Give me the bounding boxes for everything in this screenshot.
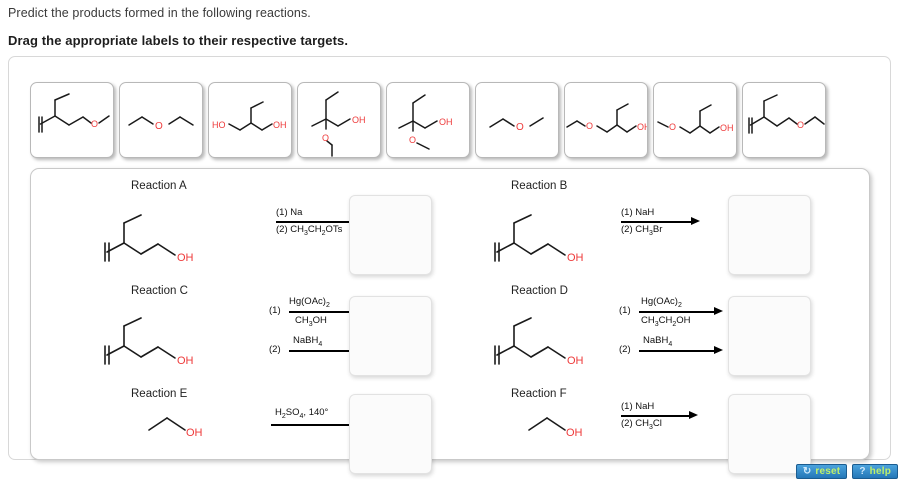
label-tile-1[interactable]: O xyxy=(30,82,114,158)
svg-text:OH: OH xyxy=(720,123,734,133)
reset-button[interactable]: ↻ reset xyxy=(795,464,848,479)
reaction-c-arrow-2-line xyxy=(289,350,357,352)
label-tile-3[interactable]: HO OH xyxy=(208,82,292,158)
reaction-f-title: Reaction F xyxy=(511,388,567,400)
reaction-f-step-2: (2) CH3Cl xyxy=(621,418,662,431)
label-tile-2[interactable]: O xyxy=(119,82,203,158)
svg-text:OH: OH xyxy=(439,117,453,127)
molecule-label-bank: O O HO OH xyxy=(30,82,826,158)
reaction-d-arrow-1-head xyxy=(714,307,723,315)
prompt-line-2: Drag the appropriate labels to their res… xyxy=(8,33,349,48)
reaction-d-arrow-1-line xyxy=(639,311,714,313)
reaction-b-arrow-line xyxy=(621,221,691,223)
reaction-d-step-2-reagent: NaBH4 xyxy=(643,335,673,348)
reaction-d-reactant: OH xyxy=(481,302,651,377)
reaction-d-title: Reaction D xyxy=(511,285,568,297)
reaction-d-step-1-solvent: CH3CH2OH xyxy=(641,315,691,328)
label-tile-5[interactable]: O OH xyxy=(386,82,470,158)
reaction-b-title: Reaction B xyxy=(511,180,568,192)
svg-text:OH: OH xyxy=(637,122,648,132)
reaction-a-reactant: OH xyxy=(91,199,261,274)
svg-text:OH: OH xyxy=(177,355,194,367)
reaction-c-step-1-reagent: Hg(OAc)2 xyxy=(289,296,330,309)
reaction-b-step-1: (1) NaH xyxy=(621,207,655,218)
help-button-label: help xyxy=(869,466,891,477)
reaction-d-step-2-num: (2) xyxy=(619,344,631,355)
svg-text:OH: OH xyxy=(177,252,194,264)
label-tile-6[interactable]: O xyxy=(475,82,559,158)
svg-text:OH: OH xyxy=(352,115,366,125)
reaction-a-step-2: (2) CH3CH2OTs xyxy=(276,224,343,237)
drop-target-d[interactable] xyxy=(728,296,811,376)
svg-text:O: O xyxy=(155,121,163,132)
drop-target-b[interactable] xyxy=(728,195,811,275)
reaction-e-reactant: OH xyxy=(141,403,251,458)
reaction-d-step-1-num: (1) xyxy=(619,305,631,316)
svg-text:O: O xyxy=(409,135,416,145)
reaction-c-arrow-1-line xyxy=(289,311,357,313)
label-tile-4[interactable]: O OH xyxy=(297,82,381,158)
drop-target-c[interactable] xyxy=(349,296,432,376)
question-mark-icon: ? xyxy=(859,466,866,477)
drop-target-e[interactable] xyxy=(349,394,432,474)
reaction-b-arrow-head xyxy=(691,217,700,225)
label-tile-9[interactable]: O xyxy=(742,82,826,158)
reaction-c-step-2-reagent: NaBH4 xyxy=(293,335,323,348)
reaction-b-reactant: OH xyxy=(481,199,651,274)
label-tile-7[interactable]: O OH xyxy=(564,82,648,158)
reaction-e-reagent: H2SO4, 140° xyxy=(275,407,329,420)
reaction-c-step-2-num: (2) xyxy=(269,344,281,355)
reaction-b-step-2: (2) CH3Br xyxy=(621,224,663,237)
reaction-c-step-1-solvent: CH3OH xyxy=(295,315,327,328)
reaction-e-title: Reaction E xyxy=(131,388,188,400)
reaction-d-arrow-2-head xyxy=(714,346,723,354)
drop-target-f[interactable] xyxy=(728,394,811,474)
svg-text:OH: OH xyxy=(186,427,203,439)
reaction-d-arrow-2-line xyxy=(639,350,714,352)
drop-target-a[interactable] xyxy=(349,195,432,275)
reaction-f-step-1: (1) NaH xyxy=(621,401,655,412)
refresh-icon: ↻ xyxy=(802,466,812,477)
svg-text:OH: OH xyxy=(273,120,287,130)
svg-text:OH: OH xyxy=(567,355,584,367)
svg-text:O: O xyxy=(322,133,329,143)
reaction-c-step-1-num: (1) xyxy=(269,305,281,316)
reaction-d-step-1-reagent: Hg(OAc)2 xyxy=(641,296,682,309)
svg-text:O: O xyxy=(797,120,804,130)
reaction-f-arrow-line xyxy=(621,415,689,417)
reaction-a-step-1: (1) Na xyxy=(276,207,303,218)
reaction-a-arrow-line xyxy=(276,221,359,223)
svg-text:O: O xyxy=(586,121,593,131)
label-tile-8[interactable]: O OH xyxy=(653,82,737,158)
svg-text:O: O xyxy=(91,119,98,129)
svg-text:OH: OH xyxy=(566,427,583,439)
svg-text:O: O xyxy=(669,122,676,132)
action-button-row: ↻ reset ? help xyxy=(795,464,898,479)
svg-text:O: O xyxy=(516,122,524,133)
reaction-a-title: Reaction A xyxy=(131,180,187,192)
reaction-c-reactant: OH xyxy=(91,302,261,377)
reactions-work-panel: Reaction A OH (1) Na xyxy=(30,168,870,474)
reaction-f-reactant: OH xyxy=(521,403,631,458)
reaction-c-title: Reaction C xyxy=(131,285,188,297)
svg-text:HO: HO xyxy=(212,120,226,130)
svg-text:OH: OH xyxy=(567,252,584,264)
reset-button-label: reset xyxy=(815,466,841,477)
help-button[interactable]: ? help xyxy=(852,464,898,479)
prompt-line-1: Predict the products formed in the follo… xyxy=(8,6,311,20)
reaction-e-arrow-line xyxy=(271,424,351,426)
reaction-f-arrow-head xyxy=(689,411,698,419)
